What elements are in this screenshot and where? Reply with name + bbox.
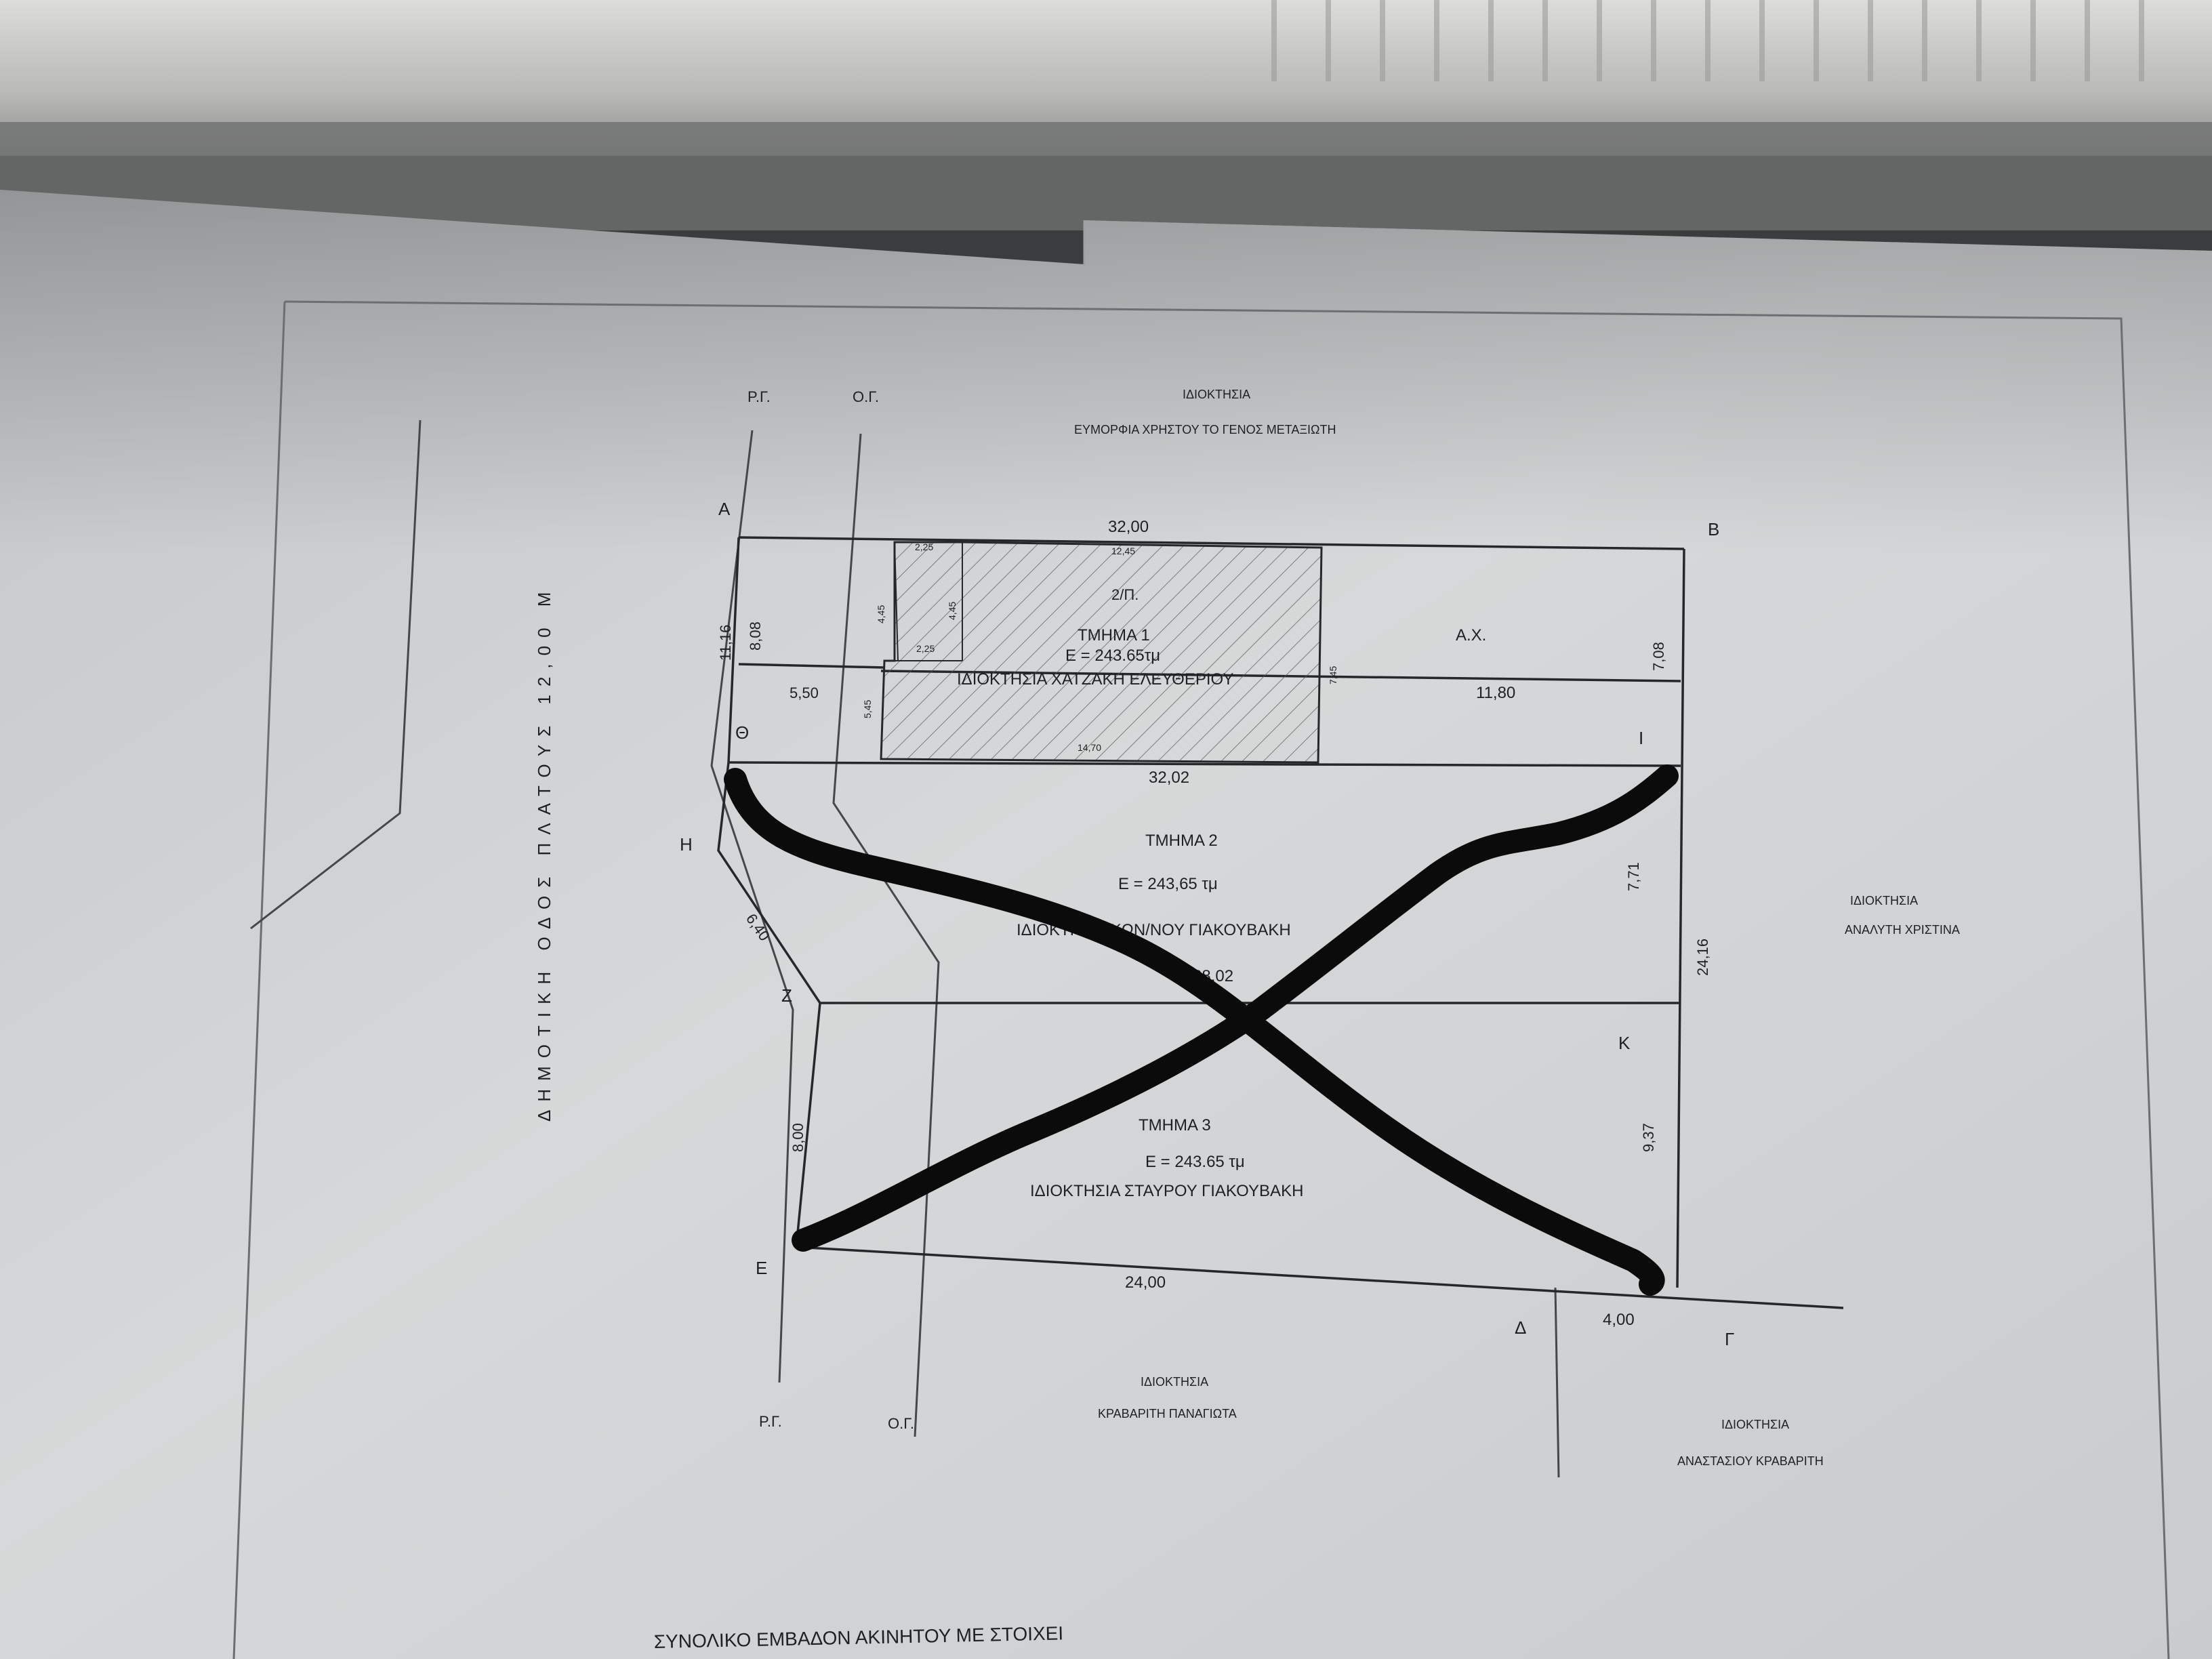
- owner-north-heading: ΙΔΙΟΚΤΗΣΙΑ: [1183, 388, 1250, 401]
- ax-label: Α.Χ.: [1456, 626, 1486, 644]
- corner-i: Ι: [1639, 728, 1643, 748]
- section-1-title: ΤΜΗΜΑ 1: [1078, 626, 1150, 644]
- corner-a: Α: [718, 499, 731, 519]
- handwritten-x-mark: [724, 764, 1679, 1296]
- road-edge-label-bottom: Ρ.Γ.: [759, 1413, 782, 1430]
- dim-bld-b: 12,45: [1111, 546, 1135, 556]
- drawing-frame: [284, 300, 2170, 1659]
- corner-g: Γ: [1725, 1329, 1734, 1349]
- corner-h: Η: [680, 834, 693, 855]
- corner-z: Ζ: [781, 985, 792, 1006]
- corner-th: Θ: [735, 722, 749, 743]
- owner-south-heading: ΙΔΙΟΚΤΗΣΙΑ: [1141, 1375, 1208, 1389]
- section-1-owner: ΙΔΙΟΚΤΗΣΙΑ ΧΑΤΖΑΚΗ ΕΛΕΥΘΕΡΙΟΥ: [957, 670, 1233, 689]
- section-3-title: ΤΜΗΜΑ 3: [1139, 1116, 1211, 1134]
- section-2-area: Ε = 243,65 τμ: [1118, 875, 1218, 893]
- dim-step: 5,50: [790, 684, 819, 701]
- road-lines: [250, 419, 1560, 1478]
- dim-dg: 4,00: [1603, 1311, 1635, 1329]
- corner-k: Κ: [1618, 1033, 1631, 1053]
- owner-east-heading: ΙΔΙΟΚΤΗΣΙΑ: [1850, 894, 1918, 907]
- owner-southeast-heading: ΙΔΙΟΚΤΗΣΙΑ: [1721, 1418, 1789, 1431]
- section-1-area: Ε = 243.65τμ: [1065, 647, 1160, 665]
- section-2-title: ΤΜΗΜΑ 2: [1145, 832, 1218, 850]
- dim-west-e: 8,00: [790, 1123, 806, 1152]
- owner-southeast-name: ΑΝΑΣΤΑΣΙΟΥ ΚΡΑΒΑΡΙΤΗ: [1677, 1454, 1824, 1468]
- dim-west-inner: 8,08: [747, 621, 764, 651]
- corner-b: Β: [1708, 519, 1719, 539]
- owner-north-name: ΕΥΜΟΡΦΙΑ ΧΡΗΣΤΟΥ ΤΟ ΓΕΝΟΣ ΜΕΤΑΞΙΩΤΗ: [1074, 423, 1336, 436]
- dim-bld-f: 5,45: [862, 700, 873, 718]
- dim-bld-a: 2,25: [915, 541, 933, 552]
- corner-e: Ε: [756, 1258, 767, 1278]
- dim-bottom: 24,00: [1125, 1273, 1166, 1292]
- building-footprint: [880, 541, 1323, 764]
- dim-east-i-mid: 7,71: [1625, 862, 1642, 891]
- dim-ax-width: 11,80: [1476, 684, 1515, 702]
- dim-mid: 32,02: [1149, 769, 1189, 787]
- parcel-outline: [717, 536, 1844, 1309]
- dim-east-b-i: 7,08: [1650, 642, 1667, 671]
- owner-east-name: ΑΝΑΛΥΤΗ ΧΡΙΣΤΙΝΑ: [1845, 923, 1960, 937]
- building-line-label-bottom: Ο.Γ.: [888, 1415, 914, 1432]
- street-label: ΔΗΜΟΤΙΚΗ ΟΔΟΣ ΠΛΑΤΟΥΣ 12,00 Μ: [534, 584, 554, 1122]
- section-3-area: Ε = 243.65 τμ: [1145, 1153, 1245, 1171]
- dim-bld-d: 4,45: [947, 602, 958, 620]
- dim-bld-e: 2,25: [916, 643, 935, 654]
- dim-top: 32,00: [1108, 518, 1149, 536]
- section-1-floor: 2/Π.: [1111, 586, 1139, 603]
- dim-bld-c: 4,45: [876, 605, 886, 623]
- road-edge-label-top: Ρ.Γ.: [747, 388, 771, 405]
- dim-west-a-th: 11,16: [717, 625, 734, 661]
- dim-bld-g: 7,45: [1328, 666, 1338, 684]
- corner-d: Δ: [1515, 1317, 1526, 1338]
- owner-south-name: ΚΡΑΒΑΡΙΤΗ ΠΑΝΑΓΙΩΤΑ: [1098, 1407, 1237, 1420]
- dim-east-k: 9,37: [1640, 1123, 1657, 1152]
- section-3-owner: ΙΔΙΟΚΤΗΣΙΑ ΣΤΑΥΡΟΥ ΓΙΑΚΟΥΒΑΚΗ: [1030, 1182, 1303, 1200]
- dim-east-total: 24,16: [1694, 939, 1711, 976]
- building-line-label-top: Ο.Γ.: [853, 388, 879, 405]
- dim-bld-bottom: 14,70: [1078, 742, 1101, 753]
